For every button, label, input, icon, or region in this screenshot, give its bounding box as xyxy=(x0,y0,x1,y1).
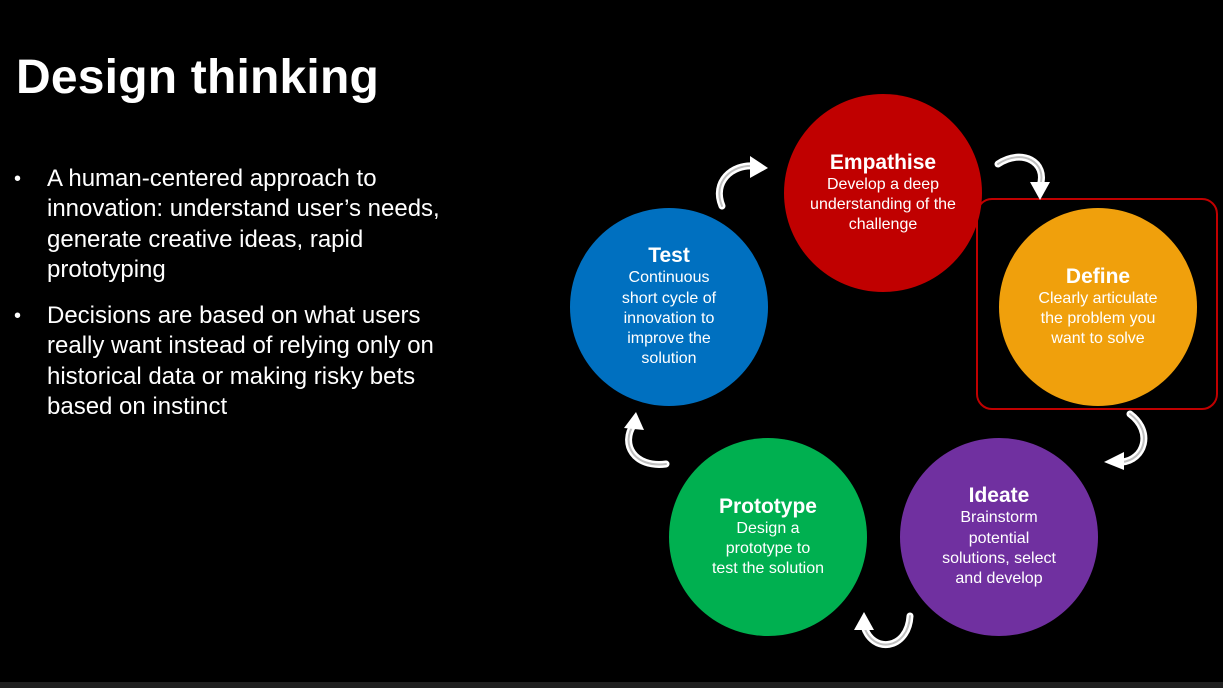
curved-arrow-icon xyxy=(715,156,768,210)
curved-arrow-icon xyxy=(1104,410,1148,470)
bullet-dot-icon: • xyxy=(14,168,22,190)
bullet-text: Decisions are based on what users really… xyxy=(47,302,434,421)
stage-description: Develop a deep understanding of the chal… xyxy=(810,175,956,234)
stage-title: Empathise xyxy=(829,150,937,174)
stage-test: Test Continuous short cycle of innovatio… xyxy=(570,208,768,406)
stage-description: Clearly articulate the problem you want … xyxy=(1038,289,1158,348)
stage-empathise: Empathise Develop a deep understanding o… xyxy=(784,94,982,292)
stage-title: Test xyxy=(648,244,690,268)
bullet-list: • A human-centered approach to innovatio… xyxy=(14,164,454,438)
stage-description: Brainstorm potential solutions, select a… xyxy=(942,509,1056,588)
stage-description: Design a prototype to test the solution xyxy=(711,519,825,578)
stage-define: Define Clearly articulate the problem yo… xyxy=(999,208,1197,406)
stage-description: Continuous short cycle of innovation to … xyxy=(621,269,717,368)
footer-bar xyxy=(0,682,1223,688)
curved-arrow-icon xyxy=(624,412,670,468)
stage-title: Ideate xyxy=(968,484,1030,508)
stage-prototype: Prototype Design a prototype to test the… xyxy=(669,438,867,636)
define-highlight-box xyxy=(976,198,1218,410)
slide-title: Design thinking xyxy=(16,51,379,104)
stage-title: Prototype xyxy=(718,494,817,518)
curved-arrow-icon xyxy=(994,153,1050,200)
curved-arrow-icon xyxy=(854,612,914,648)
bullet-text: A human-centered approach to innovation:… xyxy=(47,165,440,283)
bullet-item: • Decisions are based on what users real… xyxy=(14,301,454,422)
stage-ideate: Ideate Brainstorm potential solutions, s… xyxy=(900,438,1098,636)
stage-title: Define xyxy=(1065,264,1131,288)
bullet-dot-icon: • xyxy=(14,305,22,328)
bullet-item: • A human-centered approach to innovatio… xyxy=(14,164,454,285)
